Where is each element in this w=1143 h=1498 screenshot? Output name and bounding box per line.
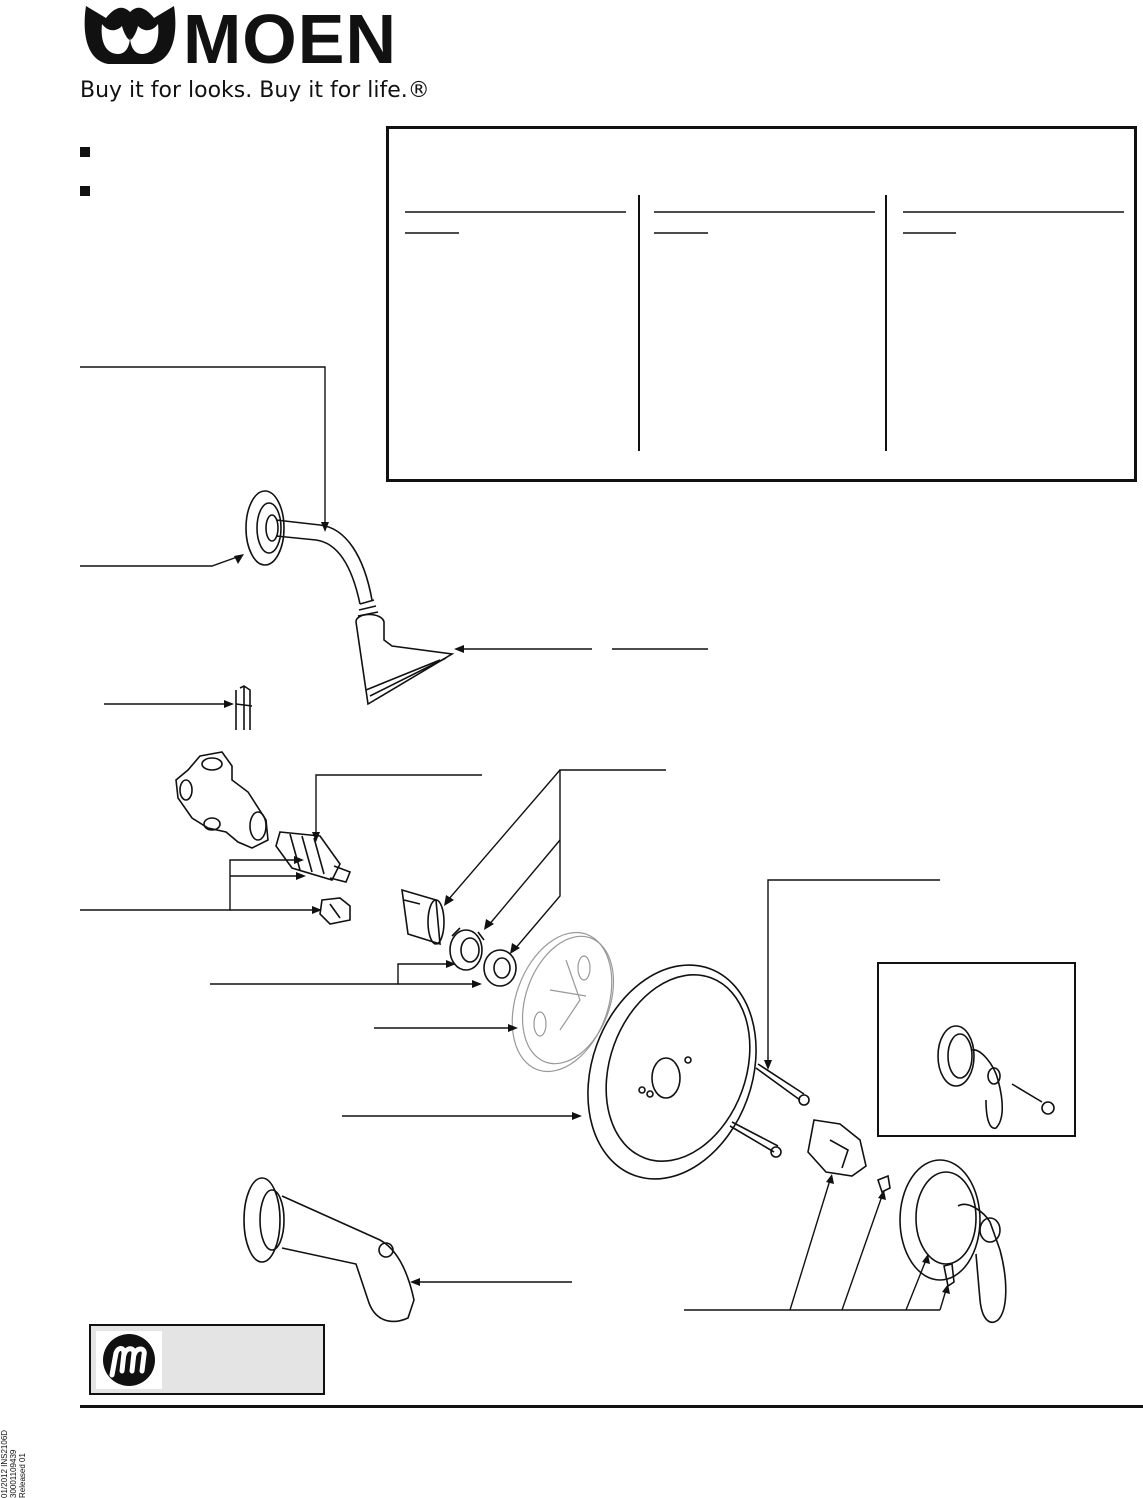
tub-spout — [243, 1177, 415, 1323]
cartridge — [275, 831, 352, 883]
button-plug — [943, 1263, 955, 1288]
parts-table-box — [386, 126, 1137, 482]
alternate-handle-inset — [877, 962, 1076, 1137]
document-code-line: Released 01 — [18, 1453, 27, 1498]
bullet-marker — [80, 186, 90, 196]
document-code-line: 01/2012 INS2106D 30001109439 — [0, 1429, 18, 1498]
brand-wordmark: MOEN — [183, 0, 397, 78]
escutcheon-plate — [587, 964, 757, 1180]
handle-lever — [899, 1159, 1007, 1324]
moen-logo-icon — [84, 6, 176, 64]
plaster-ground — [511, 931, 615, 1073]
set-screw — [877, 1174, 891, 1194]
sleeve — [401, 888, 445, 946]
leader-lines — [80, 366, 947, 1311]
handle-hub — [807, 1119, 867, 1177]
valve-body — [175, 751, 269, 849]
limit-stop — [483, 949, 517, 987]
stop-cap — [319, 897, 351, 925]
inset-handle-option — [937, 1025, 1055, 1129]
mounting-screws — [729, 1063, 810, 1158]
retaining-clip — [235, 685, 253, 730]
arrowheads — [224, 522, 950, 1294]
moen-m-circle-icon — [96, 1331, 162, 1389]
document-code: 01/2012 INS2106D 30001109439 Released 01 — [0, 1420, 27, 1498]
footer-rule — [80, 1405, 1143, 1408]
handle-adapter — [449, 927, 485, 971]
bullet-marker — [80, 147, 90, 157]
moen-logo — [80, 2, 180, 68]
exploded-parts-diagram — [80, 366, 1055, 1324]
showerhead — [355, 613, 455, 706]
shower-arm — [275, 519, 373, 605]
moen-badge — [89, 1324, 325, 1395]
parts-table-lines — [405, 195, 1124, 451]
shower-arm-flange — [245, 490, 285, 566]
brand-tagline: Buy it for looks. Buy it for life.® — [80, 78, 430, 103]
